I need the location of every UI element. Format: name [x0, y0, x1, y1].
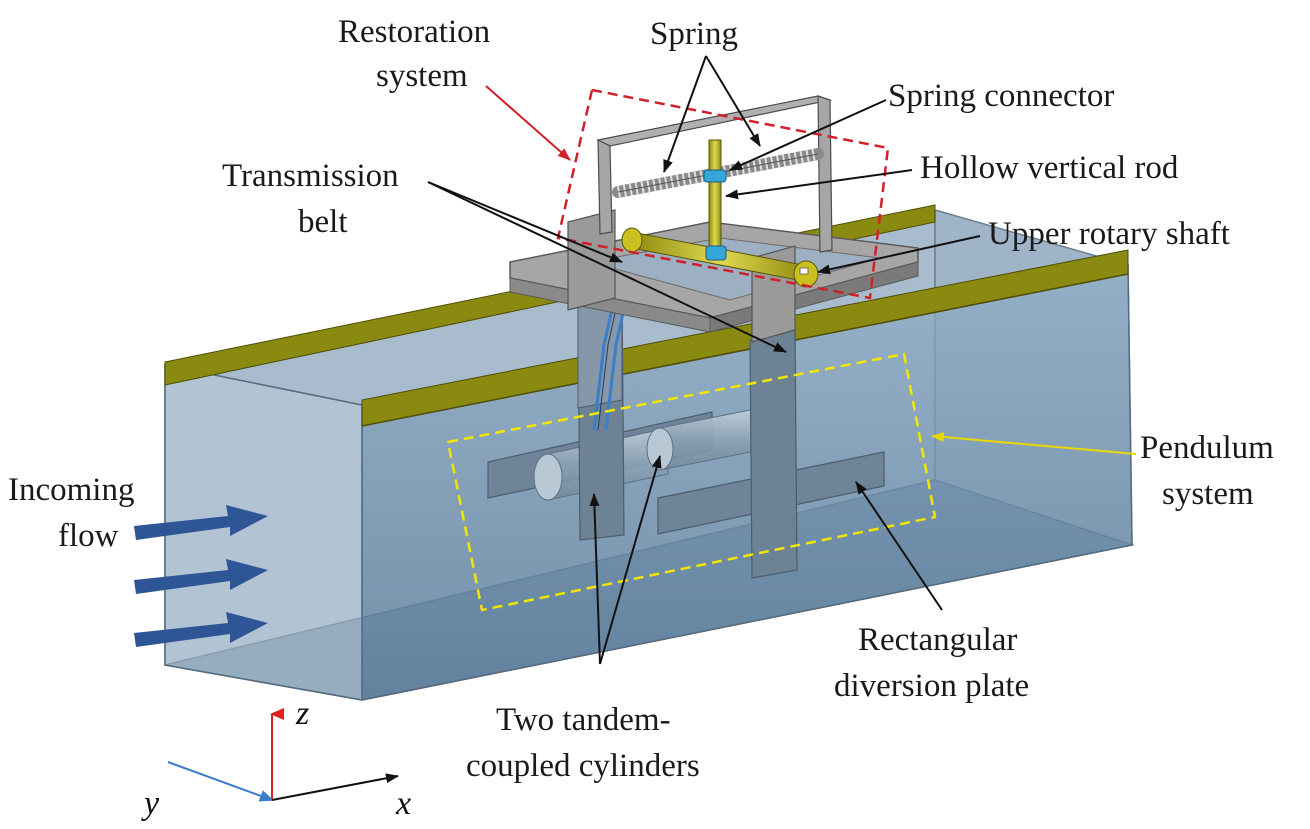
coordinate-axes: z y x	[141, 695, 411, 822]
label-pendulum-system-line1: Pendulum	[1140, 430, 1274, 466]
pendulum-assembly	[487, 244, 885, 579]
upper-rotary-shaft	[621, 227, 819, 288]
flow-arrow-3	[134, 612, 268, 647]
x-axis-label: x	[395, 785, 411, 822]
label-rectangular-diversion-plate-line1: Rectangular	[858, 622, 1017, 658]
flow-arrow-1	[134, 505, 268, 540]
hollow-vertical-rod	[708, 139, 722, 253]
flume-inlet-face	[164, 364, 363, 701]
label-two-cylinders-line2: coupled cylinders	[466, 748, 700, 784]
label-spring-connector: Spring connector	[888, 78, 1114, 114]
label-rectangular-diversion-plate-line2: diversion plate	[834, 668, 1029, 704]
flow-arrow-2	[134, 559, 268, 594]
restoration-assembly	[509, 95, 919, 343]
spring-connector	[703, 169, 727, 183]
pendulum-system-box	[446, 352, 937, 612]
label-restoration-system-line1: Restoration	[338, 14, 490, 50]
z-axis-label: z	[295, 695, 309, 732]
label-incoming-flow-line1: Incoming	[8, 472, 134, 508]
y-axis-arrow	[167, 761, 274, 802]
label-transmission-belt-line2: belt	[298, 204, 347, 240]
label-restoration-system-line2: system	[376, 58, 468, 94]
label-upper-rotary-shaft: Upper rotary shaft	[988, 216, 1230, 252]
label-pendulum-system-line2: system	[1162, 476, 1254, 512]
label-spring: Spring	[650, 16, 738, 52]
label-two-cylinders-line1: Two tandem-	[496, 702, 671, 738]
label-transmission-belt-line1: Transmission	[222, 158, 399, 194]
label-hollow-vertical-rod: Hollow vertical rod	[920, 150, 1179, 186]
leader-lines	[427, 55, 1137, 665]
right-arm	[749, 329, 798, 579]
y-axis-label: y	[141, 785, 160, 822]
x-axis-arrow	[271, 773, 399, 801]
restoration-system-box	[556, 88, 890, 300]
label-incoming-flow-line2: flow	[58, 518, 119, 554]
incoming-flow-arrows	[134, 505, 268, 647]
labels: Restoration system Spring Spring connect…	[8, 14, 1274, 784]
